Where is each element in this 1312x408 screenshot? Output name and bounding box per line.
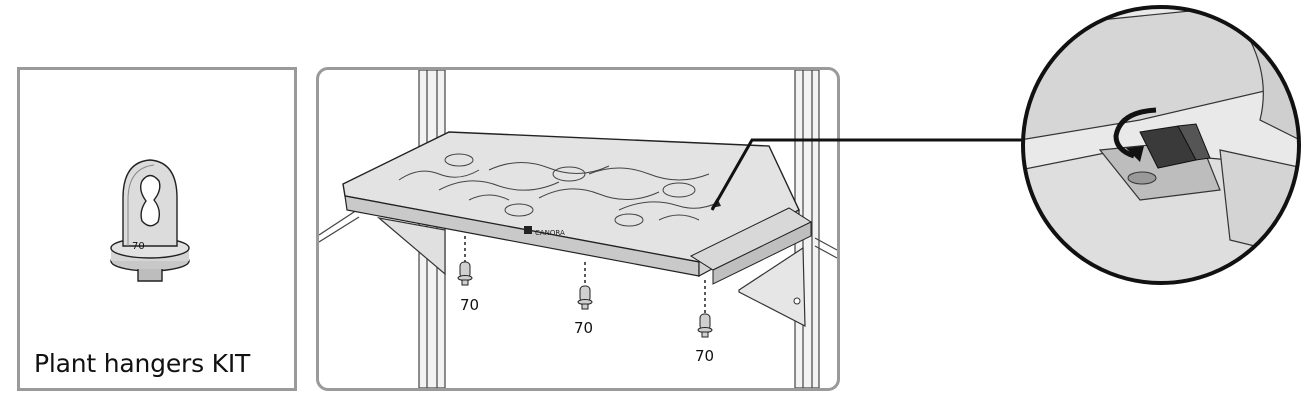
callout-label-2: 70 — [574, 319, 593, 337]
shelf-installation-panel: CANORA — [316, 67, 840, 391]
callout-label-3: 70 — [695, 347, 714, 365]
plant-hanger-peg — [457, 261, 473, 286]
plant-hangers-kit-panel: 70 Plant hangers KIT — [17, 67, 297, 391]
plant-hanger-peg — [577, 285, 593, 310]
brand-logo-text: CANORA — [535, 229, 565, 237]
callout-label-1: 70 — [460, 296, 479, 314]
hanger-number-label: 70 — [132, 241, 145, 252]
plant-hanger-illustration: 70 — [110, 159, 190, 282]
leader-line — [710, 138, 1024, 211]
plant-hanger-peg — [697, 313, 713, 338]
shelf-illustration: CANORA — [319, 70, 837, 388]
kit-title: Plant hangers KIT — [34, 349, 251, 378]
rotate-arrow-icon — [1113, 107, 1157, 159]
